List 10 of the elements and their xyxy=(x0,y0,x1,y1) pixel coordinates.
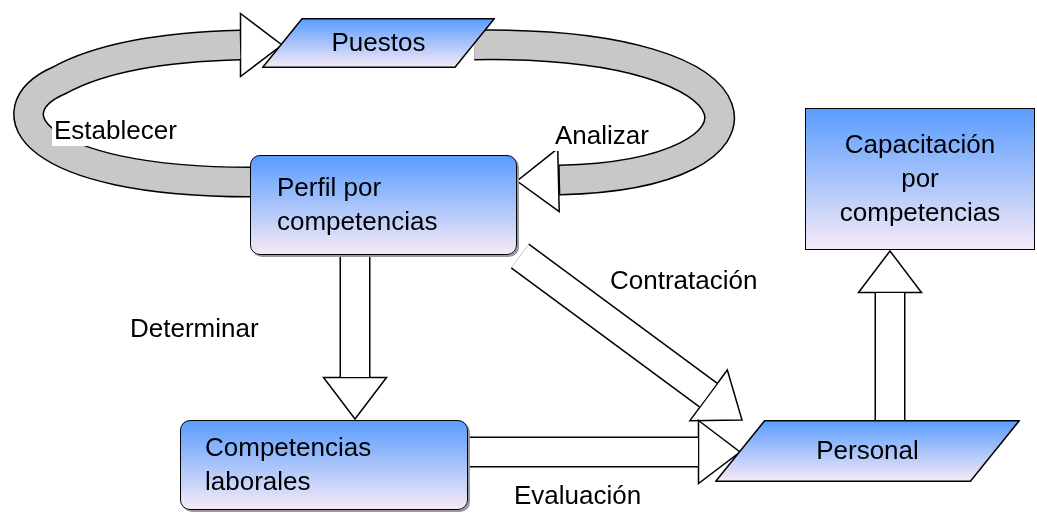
process-box xyxy=(250,155,517,255)
data-parallelogram xyxy=(262,18,495,68)
process-box xyxy=(180,420,468,510)
node-text: Capacitación por competencias xyxy=(838,128,1002,229)
node-text: Personal xyxy=(815,434,920,468)
node-text: Puestos xyxy=(330,26,427,60)
node-text: Competencias laborales xyxy=(205,431,373,498)
process-box xyxy=(805,108,1035,250)
data-parallelogram xyxy=(715,420,1020,482)
node-text: Perfil por competencias xyxy=(277,171,439,238)
